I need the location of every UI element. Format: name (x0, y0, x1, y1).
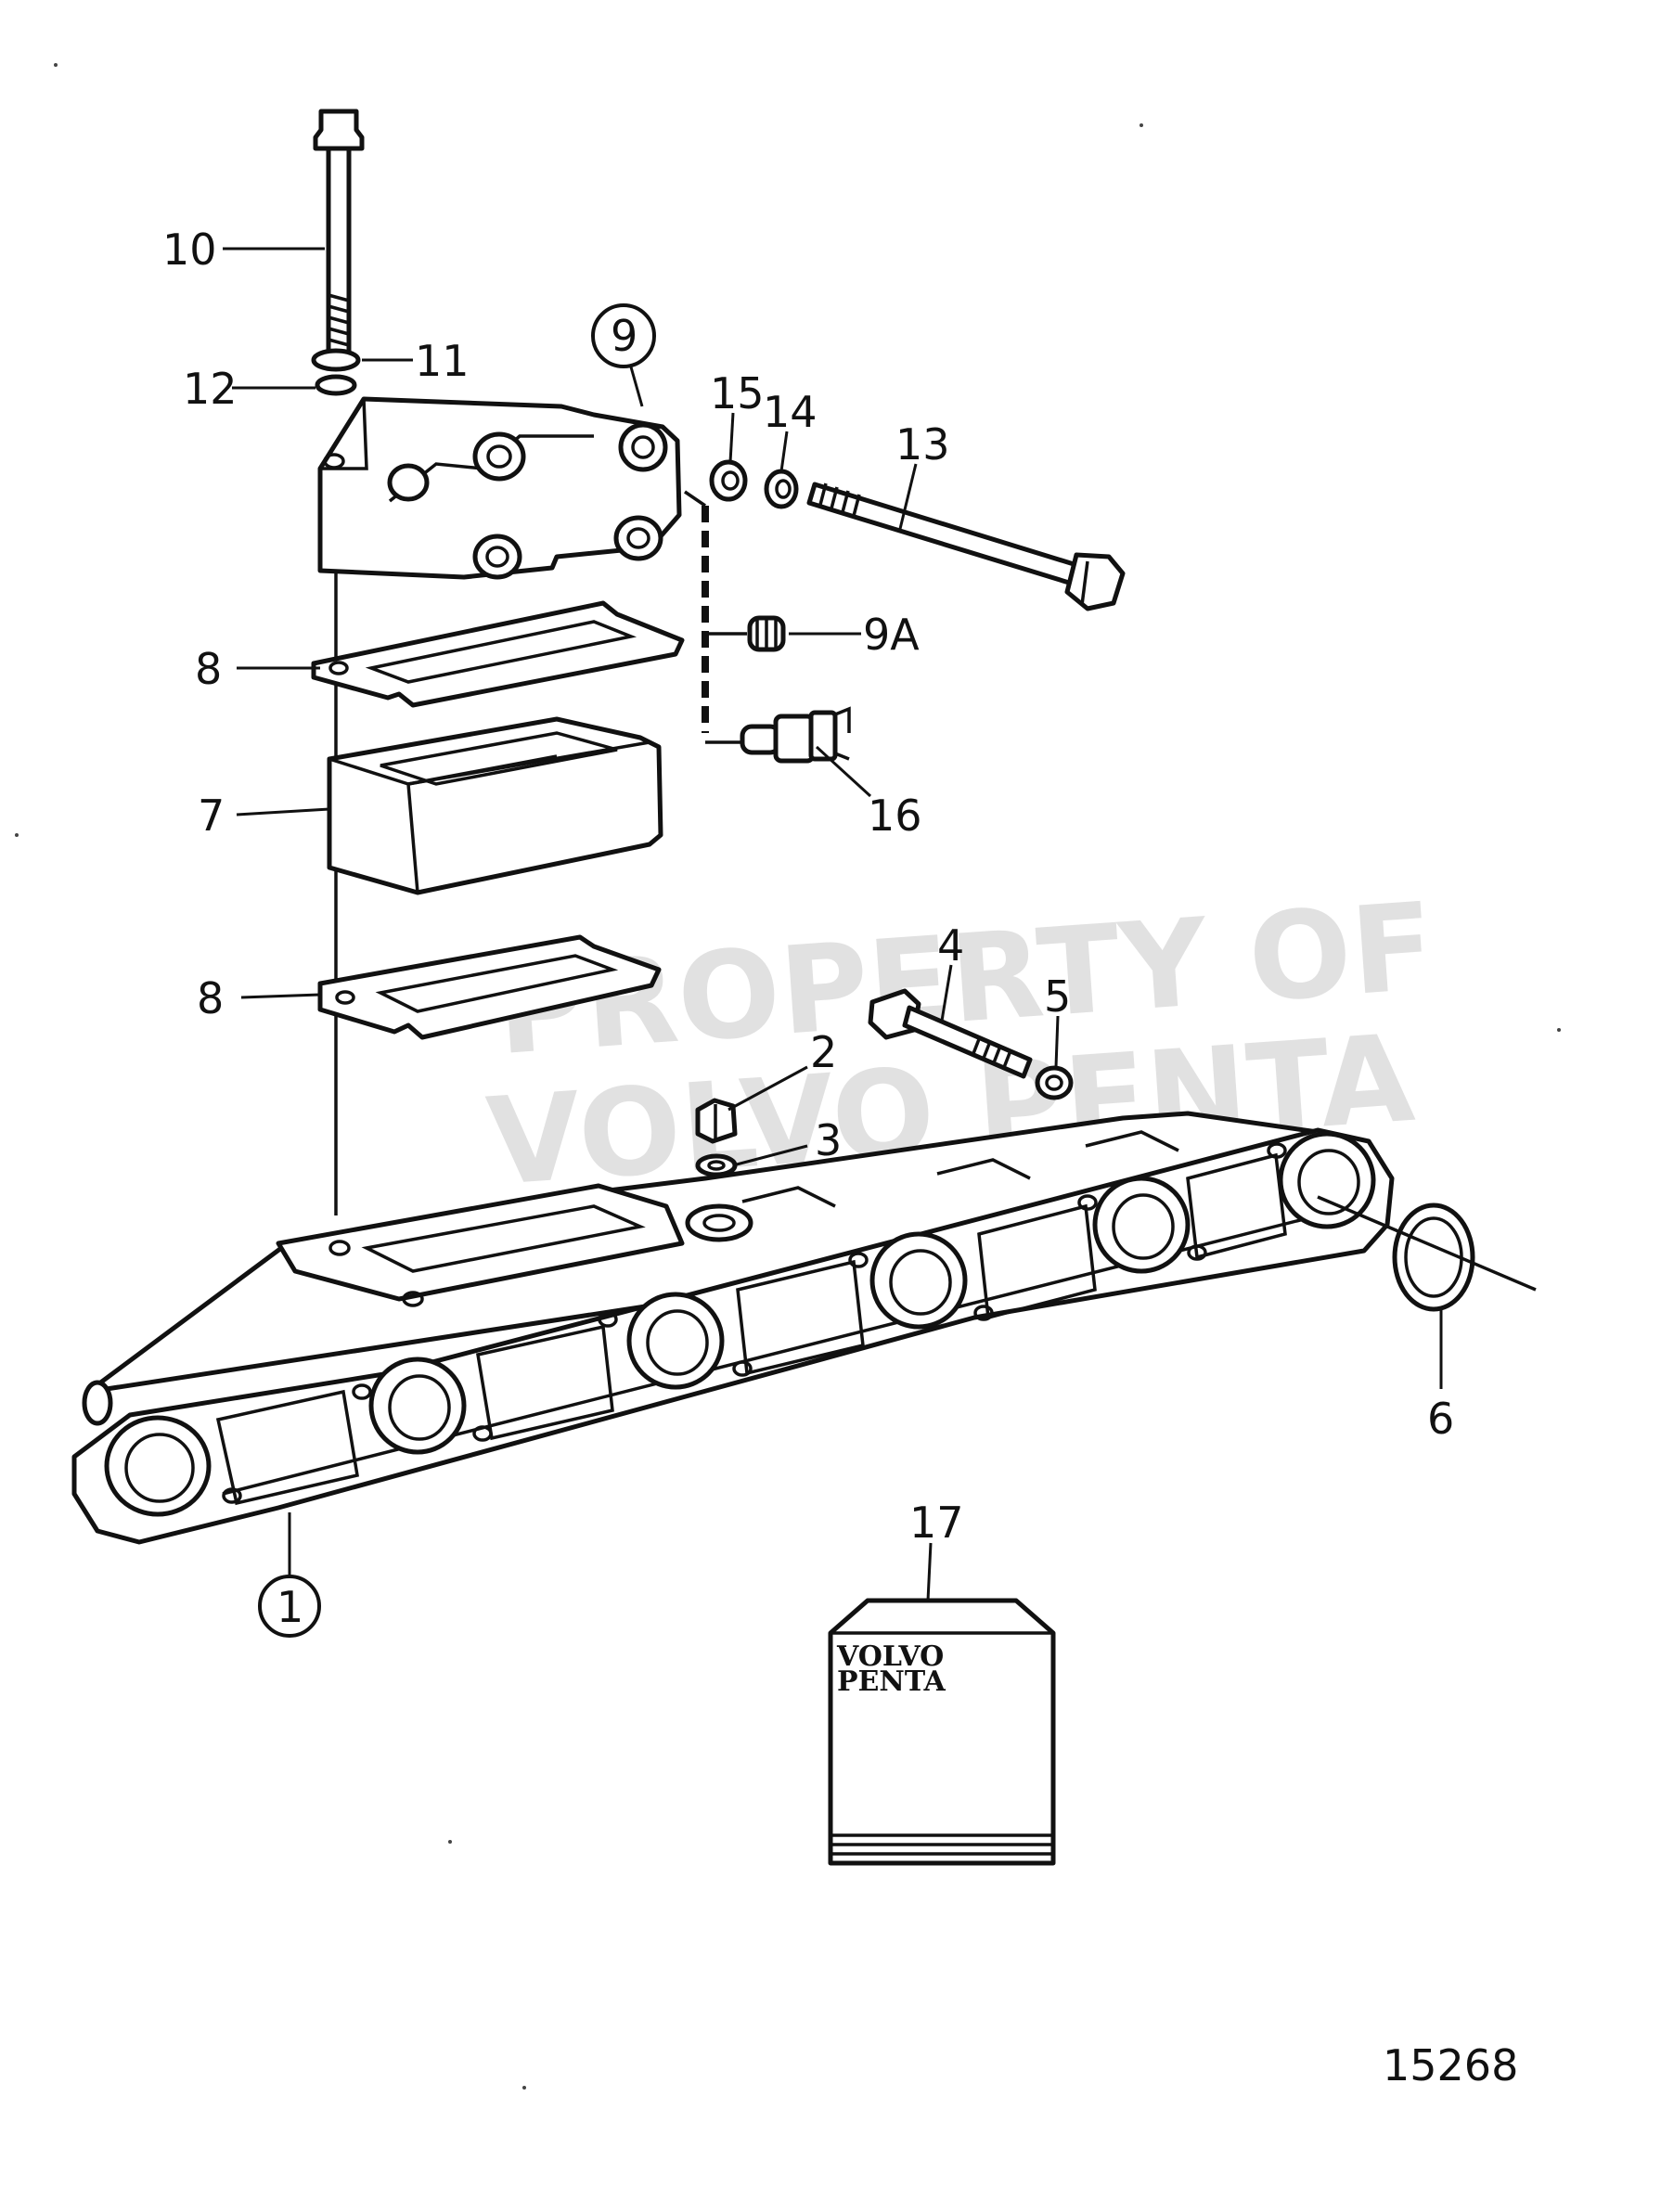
sealing-washer-part-15 (709, 459, 748, 502)
label-10: 10 (162, 225, 217, 275)
label-17: 17 (909, 1498, 964, 1548)
gasket-kit-part-17: VOLVO PENTA (828, 1598, 1056, 1866)
housing-ports-leader (684, 490, 706, 508)
label-9-circle (591, 303, 656, 368)
gasket-ring-part-6 (1392, 1202, 1475, 1312)
label-2: 2 (810, 1027, 837, 1077)
bolt-part-4 (868, 988, 1033, 1079)
label-16: 16 (868, 791, 922, 841)
label-13: 13 (895, 419, 950, 469)
drawing-number: 15268 (1383, 2040, 1518, 2090)
temperature-sensor-part-16 (740, 706, 851, 764)
gasket-upper-part-8 (311, 600, 685, 708)
label-8-lower: 8 (197, 973, 224, 1023)
label-4: 4 (937, 920, 964, 971)
label-7: 7 (198, 791, 225, 841)
label-11: 11 (415, 336, 470, 386)
plug-part-9a (747, 615, 786, 652)
label-9a: 9A (863, 610, 920, 660)
label-3: 3 (815, 1115, 842, 1165)
label-6: 6 (1427, 1394, 1454, 1444)
sealing-washer-part-3 (695, 1153, 738, 1177)
gasket-lower-part-8 (317, 934, 662, 1040)
thermostat-housing-part-9 (317, 396, 682, 580)
scan-specks (15, 63, 1561, 2090)
label-5: 5 (1044, 971, 1071, 1022)
label-1-circle (258, 1575, 321, 1638)
label-15: 15 (710, 368, 765, 418)
bolt-part-13 (806, 482, 1126, 611)
washer-part-11 (311, 348, 361, 372)
label-12: 12 (183, 364, 238, 414)
leader-lines (223, 247, 1443, 1601)
bolt-part-10 (313, 109, 365, 355)
spacer-block-part-7 (327, 716, 663, 895)
washer-part-5 (1035, 1065, 1074, 1100)
spring-washer-part-12 (315, 374, 357, 396)
label-8-upper: 8 (195, 644, 222, 694)
washer-part-14 (764, 469, 799, 509)
label-14: 14 (763, 387, 818, 437)
label-1: 1 (277, 1582, 303, 1632)
ring-6-axis-line (1317, 1195, 1537, 1292)
plug-part-2 (695, 1098, 738, 1144)
logo-line2: PENTA (837, 1665, 946, 1698)
label-9: 9 (611, 311, 637, 361)
callout-labels: 10 11 12 9 15 14 13 9A 8 7 16 8 4 5 2 3 … (162, 225, 1518, 2090)
exhaust-manifold-part-1 (71, 1111, 1395, 1545)
logo-line1: VOLVO (836, 1640, 944, 1673)
